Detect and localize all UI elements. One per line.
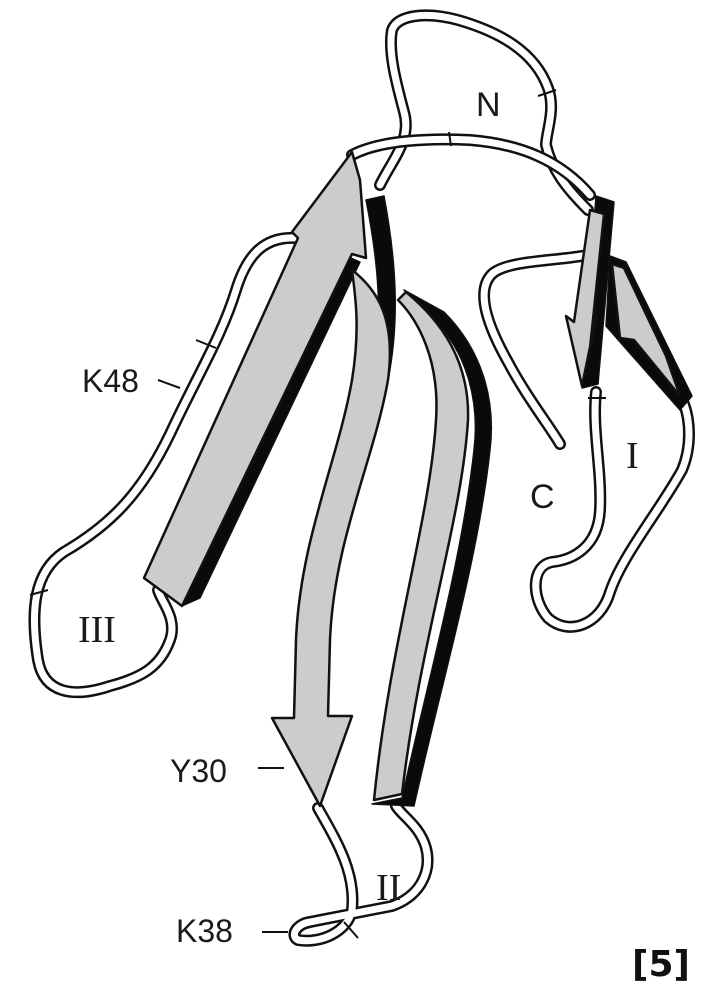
loop-ii-label: II [376,867,401,909]
k48-leader [158,380,180,388]
y30-label: Y30 [170,753,227,789]
loop-i-label: I [626,435,639,477]
n-terminus-label: N [476,86,501,124]
c-terminus-label: C [530,478,555,516]
beta-strand-loop-i-b [612,264,680,396]
k38-label: K38 [176,913,233,949]
k48-label: K48 [82,363,139,399]
reference-tag: [5] [632,944,690,984]
beta-strands [144,152,692,806]
loop-iii-label: III [78,609,116,651]
